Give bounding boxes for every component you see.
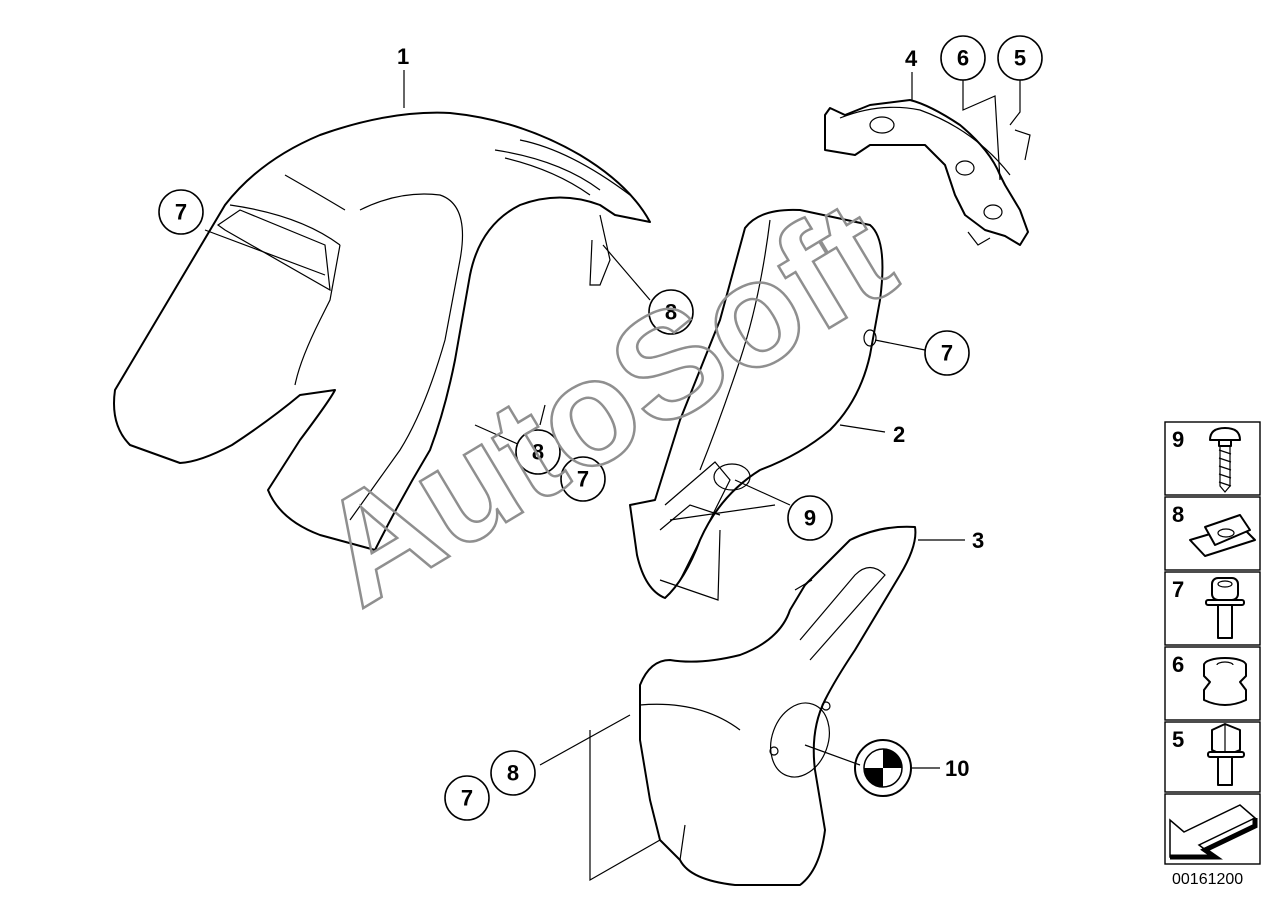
callout-4: 4 bbox=[905, 46, 918, 71]
clip-nut-icon bbox=[1189, 514, 1256, 557]
callout-6-circle: 6 bbox=[940, 35, 986, 81]
callout-7d: 7 bbox=[461, 786, 473, 811]
callout-3: 3 bbox=[972, 528, 984, 553]
callout-8b-circle: 8 bbox=[515, 429, 561, 475]
callout-8c-circle: 8 bbox=[490, 750, 536, 796]
callout-7c: 7 bbox=[577, 467, 589, 492]
part-4-bracket bbox=[824, 99, 1031, 246]
callouts: 1 2 3 4 10 6 5 7 8 7 8 7 bbox=[158, 35, 1043, 821]
legend-number-6: 6 bbox=[1172, 652, 1184, 677]
callout-7b: 7 bbox=[941, 341, 953, 366]
screw-icon bbox=[1209, 427, 1241, 493]
rubber-grommet-icon bbox=[1203, 657, 1247, 706]
callout-6: 6 bbox=[957, 46, 969, 71]
callout-5: 5 bbox=[1014, 46, 1026, 71]
callout-10: 10 bbox=[945, 756, 969, 781]
callout-8c: 8 bbox=[507, 761, 519, 786]
callout-2: 2 bbox=[893, 422, 905, 447]
part-1-front-fender bbox=[113, 111, 651, 551]
legend-number-5: 5 bbox=[1172, 727, 1184, 752]
small-parts-legend: 9 8 7 6 bbox=[1164, 421, 1261, 865]
callout-8a: 8 bbox=[665, 300, 677, 325]
callout-7b-circle: 7 bbox=[924, 330, 970, 376]
callout-7a-circle: 7 bbox=[158, 189, 204, 235]
callout-7c-circle: 7 bbox=[560, 456, 606, 502]
callout-5-circle: 5 bbox=[997, 35, 1043, 81]
legend-number-7: 7 bbox=[1172, 577, 1184, 602]
direction-arrow-icon bbox=[1169, 804, 1258, 860]
callout-7a: 7 bbox=[175, 200, 187, 225]
callout-8b: 8 bbox=[532, 440, 544, 465]
callout-9: 9 bbox=[804, 506, 816, 531]
bmw-roundel-icon bbox=[854, 739, 912, 797]
callout-7d-circle: 7 bbox=[444, 775, 490, 821]
part-2-side-panel bbox=[629, 208, 884, 599]
leader-lines bbox=[204, 70, 1021, 882]
reference-code: 00161200 bbox=[1172, 871, 1243, 888]
legend-number-8: 8 bbox=[1172, 502, 1184, 527]
legend-number-9: 9 bbox=[1172, 427, 1184, 452]
callout-1: 1 bbox=[397, 44, 409, 69]
callout-9-circle: 9 bbox=[787, 495, 833, 541]
hex-socket-bolt-icon bbox=[1205, 577, 1245, 639]
part-3-lower-cover bbox=[639, 525, 917, 886]
hex-bolt-icon bbox=[1207, 723, 1245, 786]
callout-8a-circle: 8 bbox=[648, 289, 694, 335]
